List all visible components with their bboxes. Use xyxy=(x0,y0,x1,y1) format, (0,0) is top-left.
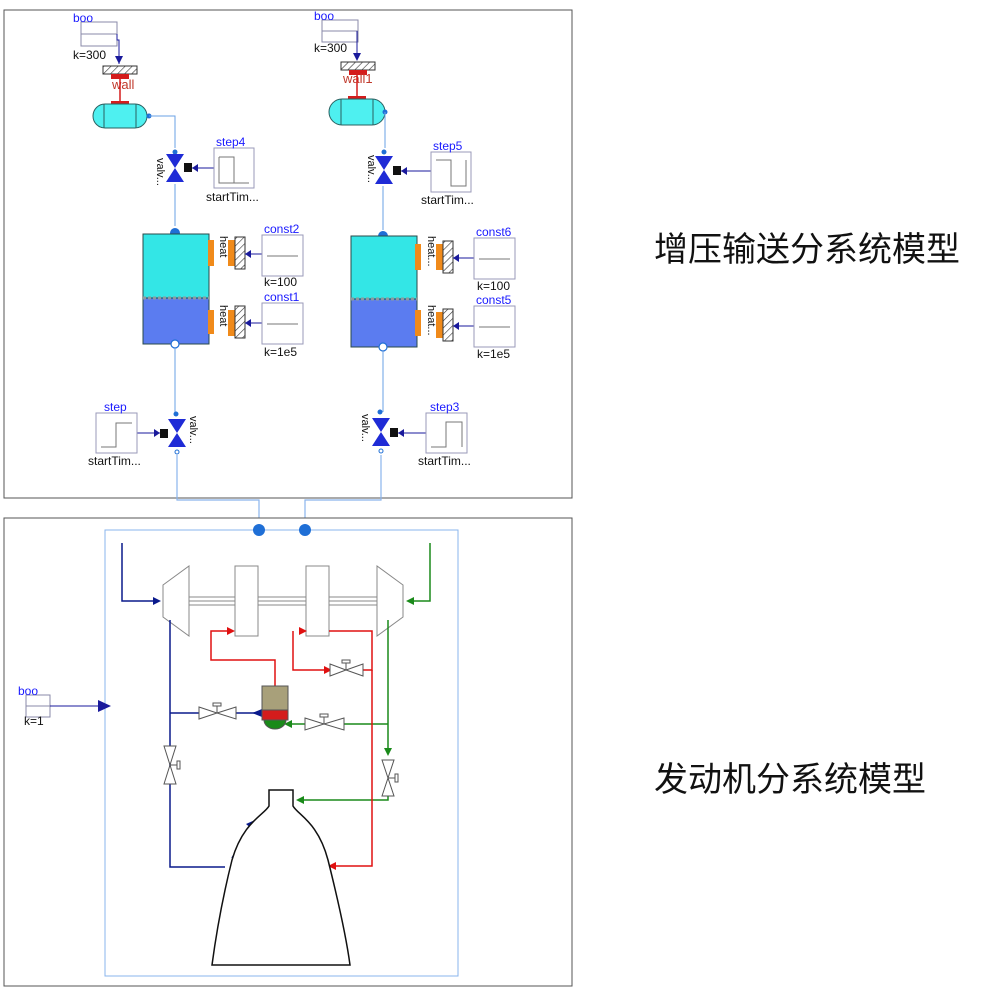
rocket-nozzle[interactable] xyxy=(211,789,351,966)
svg-text:startTim...: startTim... xyxy=(206,190,259,204)
control-input-arrow-icon xyxy=(98,700,111,712)
svg-text:heat...: heat... xyxy=(425,236,437,267)
svg-text:step5: step5 xyxy=(433,139,463,153)
turbopump[interactable] xyxy=(162,565,404,637)
right-gas-bottle[interactable] xyxy=(328,98,386,126)
left-const-lower[interactable]: const1 k=1e5 xyxy=(261,290,304,359)
pressurization-caption: 增压输送分系统模型 xyxy=(654,230,960,270)
svg-text:startTim...: startTim... xyxy=(88,454,141,468)
svg-text:k=1e5: k=1e5 xyxy=(264,345,297,359)
svg-text:step: step xyxy=(104,400,127,414)
down-arrow-icon xyxy=(353,53,361,61)
left-top-valve[interactable]: valv... xyxy=(154,149,192,186)
left-boolean-source[interactable]: boo k=300 xyxy=(73,11,118,62)
right-heat-lower[interactable]: heat... xyxy=(425,305,454,342)
left-heat-lower[interactable]: heat xyxy=(217,305,246,339)
svg-text:valv...: valv... xyxy=(359,414,371,442)
engine-boolean-source[interactable]: boo k=1 xyxy=(18,684,51,728)
svg-text:k=100: k=100 xyxy=(477,279,510,293)
right-propellant-tank[interactable] xyxy=(350,231,421,352)
left-branch: boo k=300 wall valv... xyxy=(73,11,304,468)
right-step-bottom[interactable]: step3 startTim... xyxy=(418,400,471,468)
fuel-throttle-valve[interactable] xyxy=(163,745,181,785)
svg-text:startTim...: startTim... xyxy=(418,454,471,468)
right-bottom-valve[interactable]: valv... xyxy=(359,409,398,454)
oxidizer-inlet-connector[interactable] xyxy=(299,524,311,536)
svg-text:boo: boo xyxy=(73,11,93,25)
left-const-upper[interactable]: const2 k=100 xyxy=(261,222,304,289)
gas-generator[interactable] xyxy=(261,685,289,730)
svg-text:boo: boo xyxy=(314,9,334,23)
svg-text:wall: wall xyxy=(111,77,135,92)
svg-text:step4: step4 xyxy=(216,135,246,149)
svg-text:valv...: valv... xyxy=(154,158,166,186)
oxidizer-main-valve[interactable] xyxy=(304,713,345,731)
svg-text:heat: heat xyxy=(217,236,229,257)
down-arrow-icon xyxy=(115,56,123,64)
svg-text:k=300: k=300 xyxy=(73,48,106,62)
right-step-top[interactable]: step5 startTim... xyxy=(421,139,474,207)
engine-block[interactable] xyxy=(104,529,459,977)
right-heat-upper[interactable]: heat... xyxy=(425,236,454,274)
gas-bypass-valve[interactable] xyxy=(329,659,364,677)
svg-text:const6: const6 xyxy=(476,225,512,239)
svg-text:k=1: k=1 xyxy=(24,714,44,728)
fuel-main-valve[interactable] xyxy=(198,702,237,720)
right-feed-line xyxy=(304,455,382,528)
right-top-valve[interactable]: valv... xyxy=(365,149,401,185)
right-boolean-source[interactable]: boo k=300 xyxy=(314,9,359,55)
left-wall[interactable]: wall xyxy=(102,65,138,92)
hot-gas-lines xyxy=(210,630,373,867)
svg-text:heat: heat xyxy=(217,305,229,326)
svg-text:valv...: valv... xyxy=(187,416,199,444)
svg-text:k=100: k=100 xyxy=(264,275,297,289)
fuel-inlet-connector[interactable] xyxy=(253,524,265,536)
right-wall[interactable]: wall1 xyxy=(340,61,376,86)
left-feed-line xyxy=(176,455,260,528)
left-step-bottom[interactable]: step startTim... xyxy=(88,400,141,468)
oxidizer-throttle-valve[interactable] xyxy=(381,759,399,797)
svg-text:const1: const1 xyxy=(264,290,300,304)
left-propellant-tank[interactable] xyxy=(142,228,214,349)
left-gas-bottle[interactable] xyxy=(92,103,148,129)
right-branch: boo k=300 wall1 valv... st xyxy=(314,9,516,468)
svg-text:startTim...: startTim... xyxy=(421,193,474,207)
svg-text:valv...: valv... xyxy=(365,155,377,183)
svg-text:const5: const5 xyxy=(476,293,512,307)
svg-text:k=300: k=300 xyxy=(314,41,347,55)
right-const-upper[interactable]: const6 k=100 xyxy=(473,225,516,293)
svg-text:heat...: heat... xyxy=(425,305,437,336)
svg-text:k=1e5: k=1e5 xyxy=(477,347,510,361)
left-bottom-valve[interactable]: valv... xyxy=(160,411,199,455)
left-step-top[interactable]: step4 startTim... xyxy=(206,135,259,204)
right-const-lower[interactable]: const5 k=1e5 xyxy=(473,293,516,361)
svg-text:step3: step3 xyxy=(430,400,460,414)
svg-text:const2: const2 xyxy=(264,222,300,236)
left-heat-upper[interactable]: heat xyxy=(217,236,246,270)
svg-text:boo: boo xyxy=(18,684,38,698)
engine-caption: 发动机分系统模型 xyxy=(654,760,926,800)
